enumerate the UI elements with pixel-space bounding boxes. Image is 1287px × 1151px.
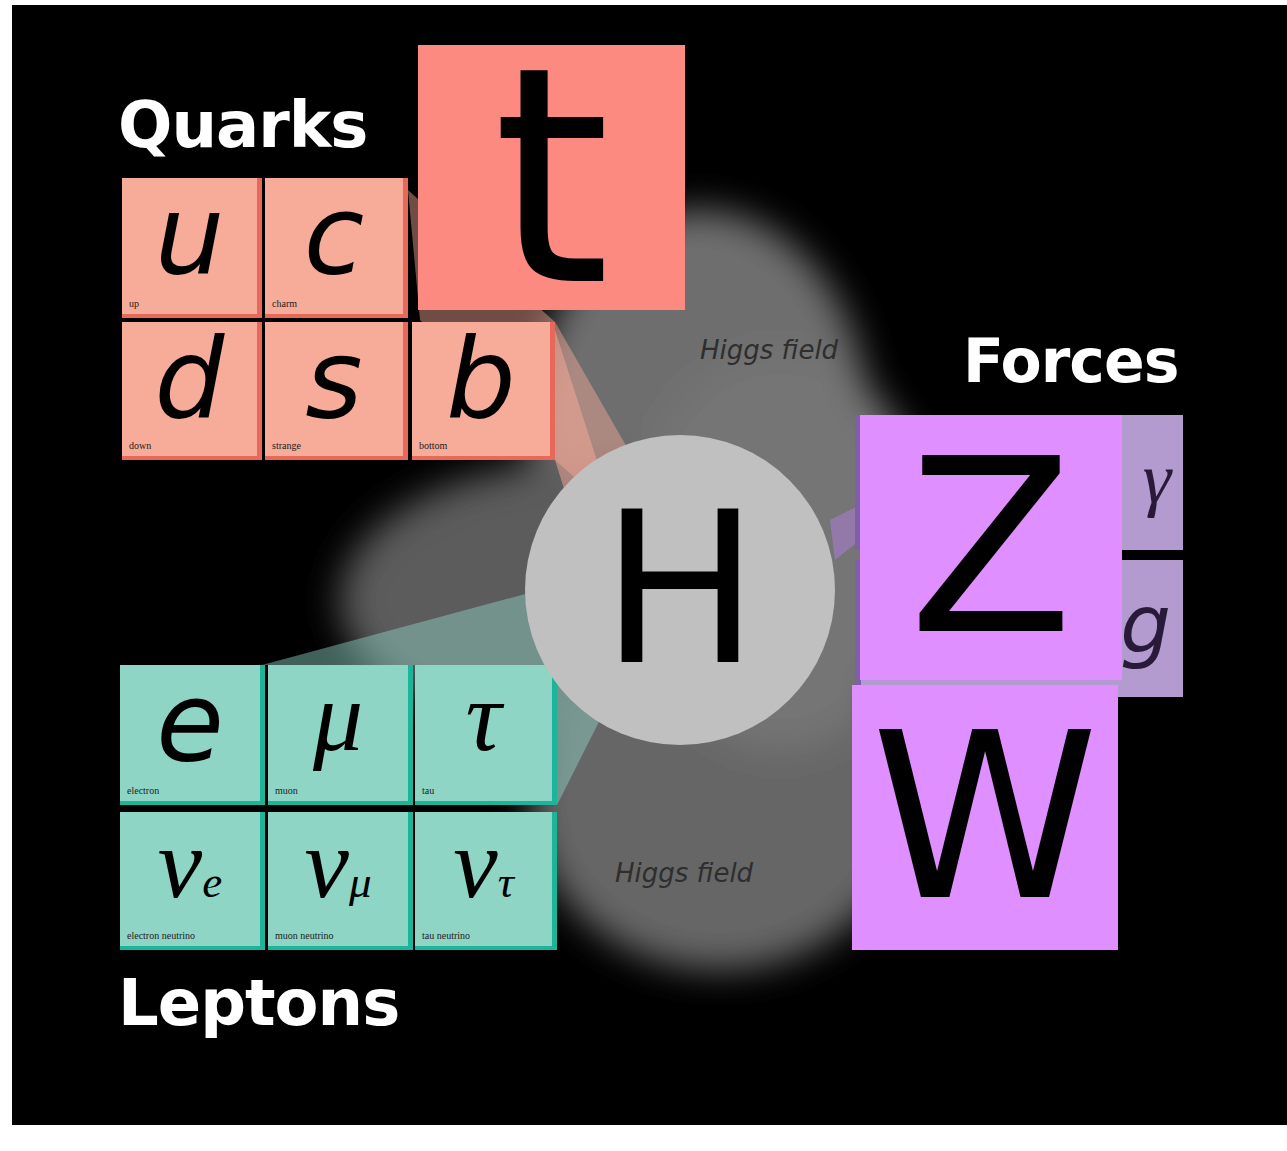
symbol-row: b bbox=[412, 324, 550, 434]
neutrino-box: ντ tau neutrino bbox=[415, 812, 557, 950]
particle-symbol: c bbox=[304, 171, 364, 299]
quark-box: s strange bbox=[265, 322, 408, 460]
quark-box: c charm bbox=[265, 178, 408, 318]
particle-name: down bbox=[129, 440, 151, 451]
symbol-row: s bbox=[265, 324, 403, 434]
symbol-row: νμ bbox=[268, 814, 408, 914]
quark-box: u up bbox=[122, 178, 262, 318]
group-heading: Forces bbox=[963, 326, 1178, 396]
black-ground bbox=[12, 5, 1287, 1125]
higgs-circle: H bbox=[525, 435, 835, 745]
higgs-field-watermark: Higgs field bbox=[615, 858, 753, 888]
lepton-box: τ tau bbox=[415, 665, 557, 805]
particle-symbol: τ bbox=[466, 661, 502, 772]
lepton-box: μ muon bbox=[268, 665, 413, 805]
particle-name: muon neutrino bbox=[275, 930, 334, 941]
particle-symbol: γ bbox=[1143, 443, 1171, 515]
top-quark-box: t bbox=[418, 45, 685, 310]
quark-box: b bottom bbox=[412, 322, 555, 460]
particle-name: electron neutrino bbox=[127, 930, 195, 941]
particle-name: strange bbox=[272, 440, 301, 451]
particle-subscript: μ bbox=[349, 857, 372, 907]
particle-symbol: u bbox=[155, 171, 225, 299]
particle-symbol: H bbox=[601, 485, 759, 695]
symbol-row: d bbox=[122, 324, 257, 434]
particle-symbol: ν bbox=[305, 808, 349, 919]
group-heading: Quarks bbox=[118, 88, 367, 162]
quark-box: d down bbox=[122, 322, 262, 460]
symbol-row: τ bbox=[415, 667, 552, 767]
symbol-row: e bbox=[120, 667, 260, 777]
particle-name: muon bbox=[275, 785, 298, 796]
particle-subscript: e bbox=[202, 857, 222, 907]
neutrino-box: νμ muon neutrino bbox=[268, 812, 413, 950]
w-boson-box: W bbox=[852, 685, 1118, 950]
particle-symbol: d bbox=[155, 315, 225, 443]
particle-symbol: W bbox=[871, 703, 1098, 933]
group-heading: Leptons bbox=[118, 966, 399, 1040]
higgs-field-blob bbox=[340, 210, 930, 970]
particle-subscript: τ bbox=[498, 857, 514, 907]
particle-symbol: ν bbox=[158, 808, 202, 919]
particle-symbol: t bbox=[493, 28, 611, 328]
particle-symbol: e bbox=[156, 658, 224, 786]
particle-symbol: g bbox=[1120, 585, 1171, 665]
particle-name: tau neutrino bbox=[422, 930, 470, 941]
particle-symbol: b bbox=[446, 315, 516, 443]
particle-symbol: ν bbox=[453, 808, 497, 919]
symbol-row: u bbox=[122, 180, 257, 290]
higgs-field-watermark: Higgs field bbox=[700, 335, 838, 365]
particle-name: charm bbox=[272, 298, 297, 309]
particle-name: tau bbox=[422, 785, 434, 796]
symbol-row: c bbox=[265, 180, 403, 290]
particle-symbol: μ bbox=[313, 661, 363, 772]
particle-name: electron bbox=[127, 785, 159, 796]
particle-name: bottom bbox=[419, 440, 447, 451]
symbol-row: νe bbox=[120, 814, 260, 914]
particle-symbol: Z bbox=[909, 428, 1073, 668]
particle-symbol: s bbox=[305, 315, 362, 443]
z-boson-box: Z bbox=[860, 415, 1122, 680]
symbol-row: μ bbox=[268, 667, 408, 767]
lepton-box: e electron bbox=[120, 665, 265, 805]
symbol-row: ντ bbox=[415, 814, 552, 914]
neutrino-box: νe electron neutrino bbox=[120, 812, 265, 950]
particle-name: up bbox=[129, 298, 139, 309]
